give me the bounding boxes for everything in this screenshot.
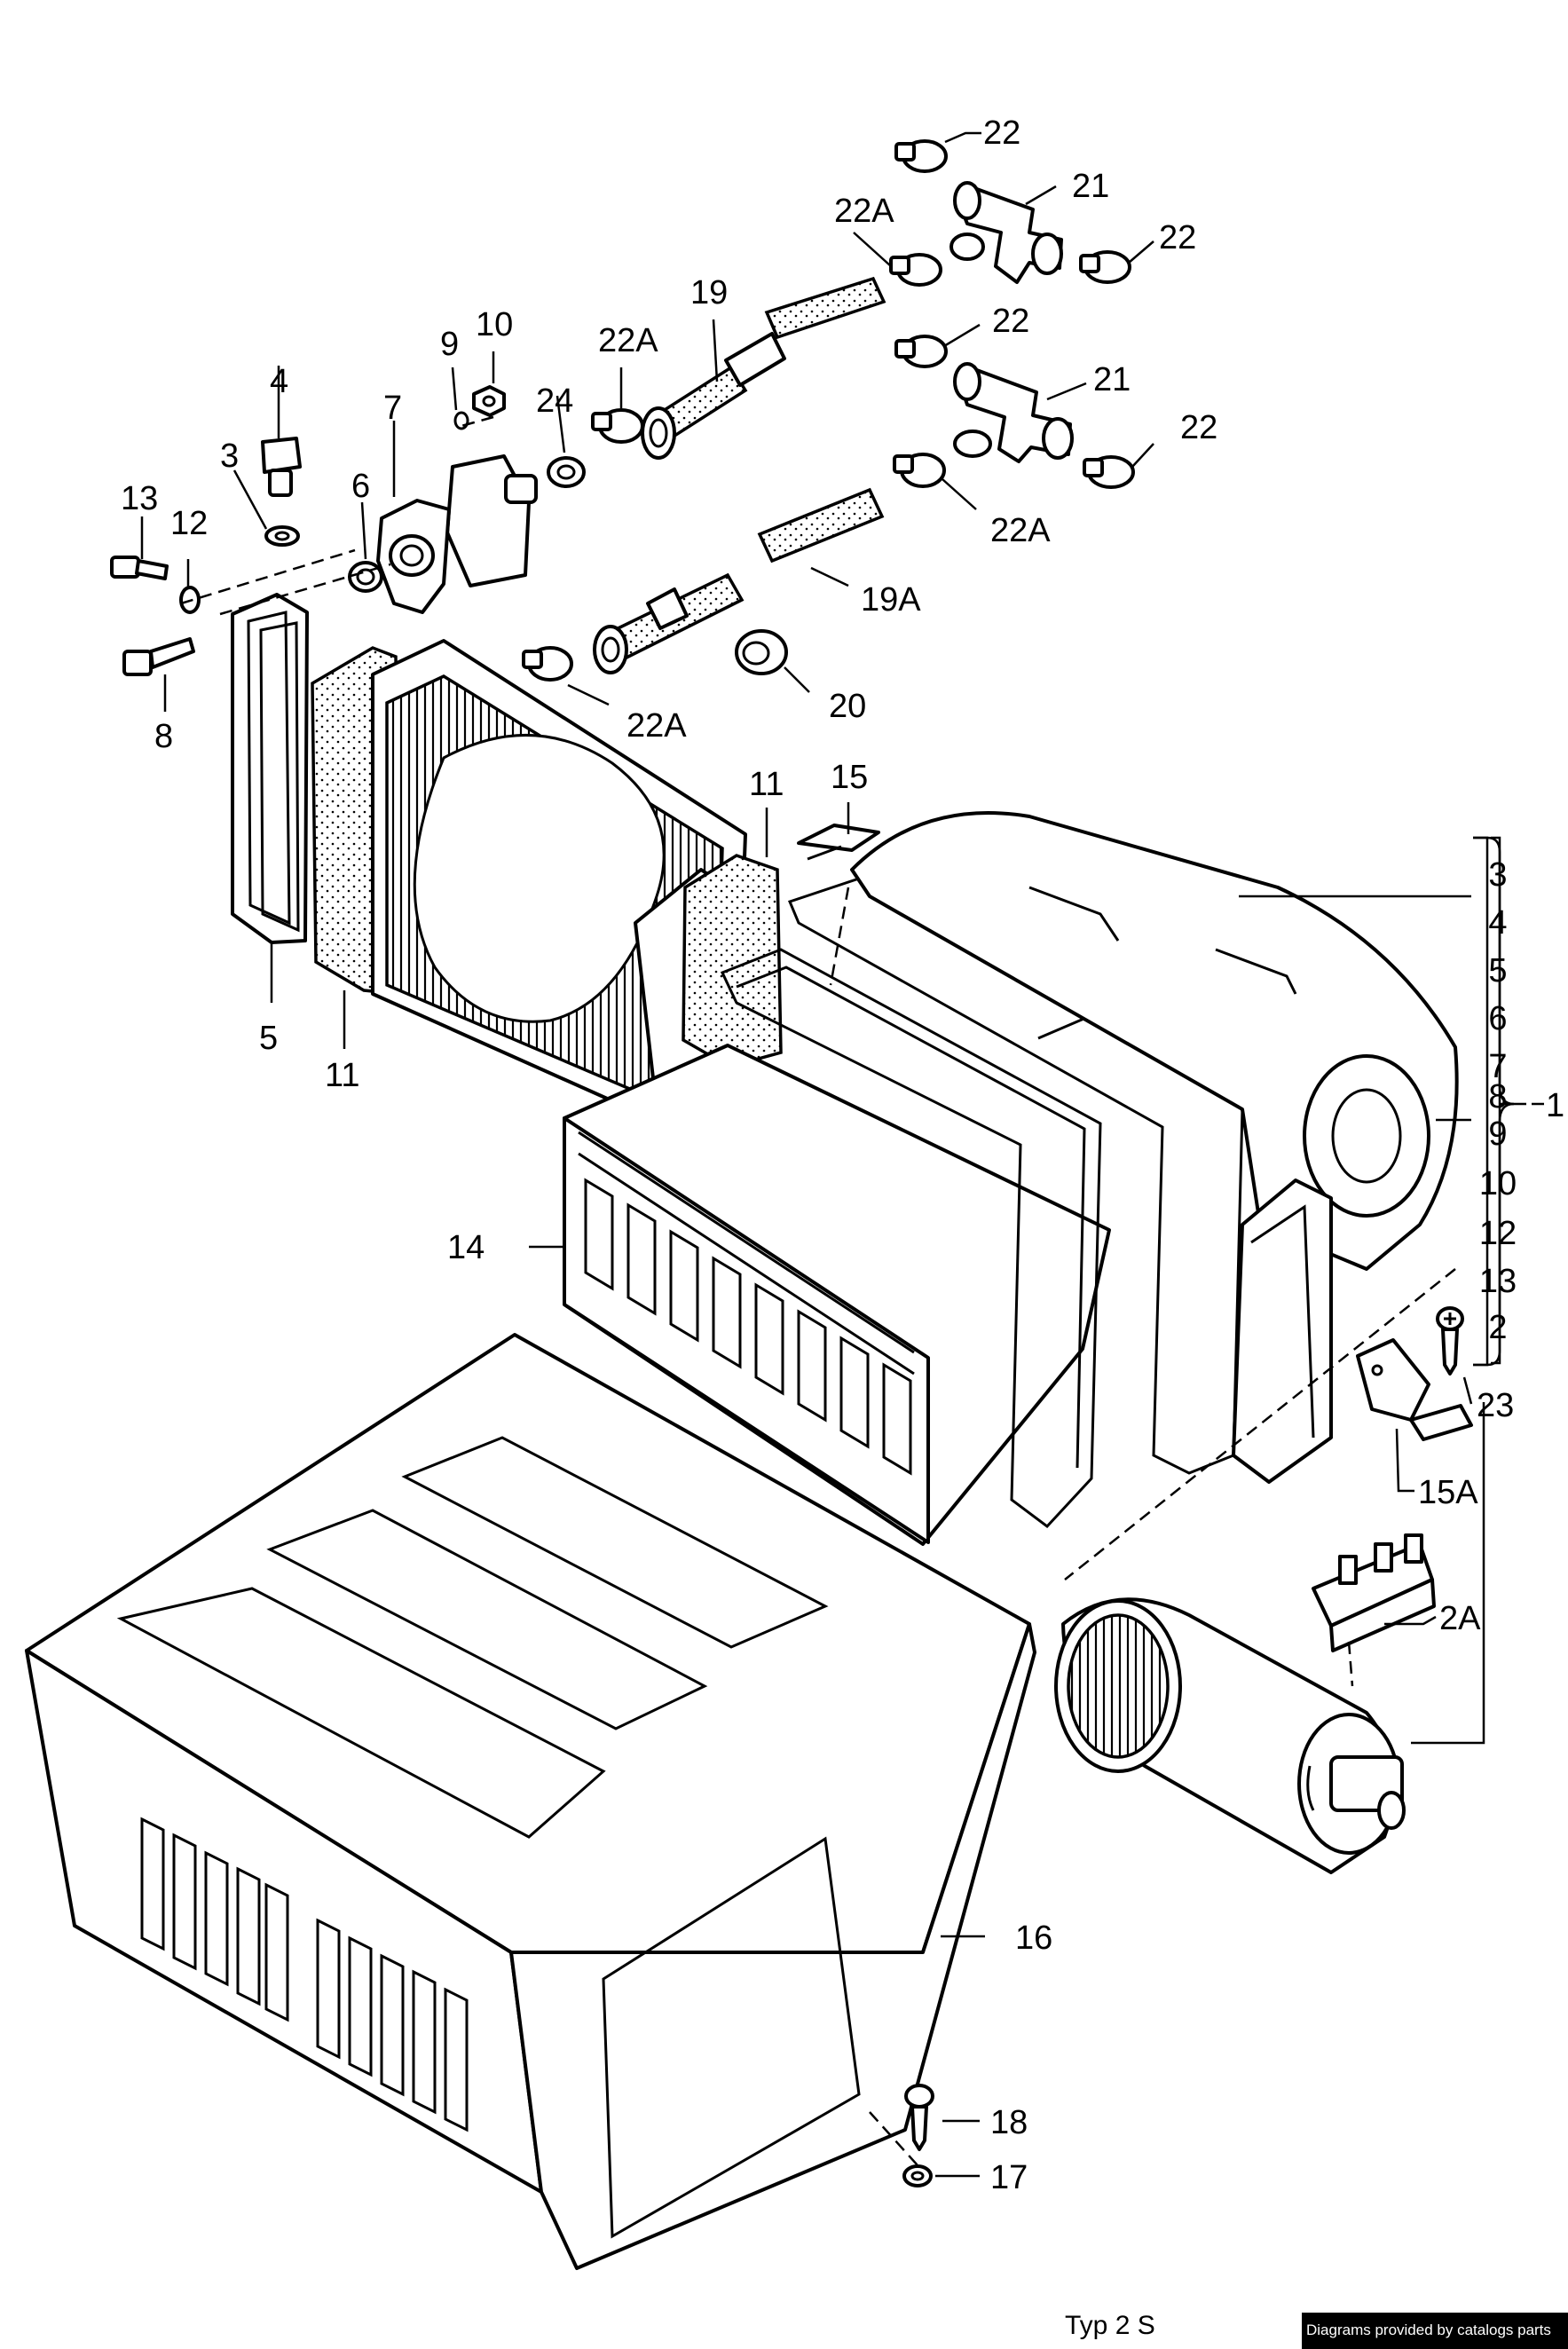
group-item-8: 8 [1488, 1078, 1507, 1115]
group-item-5: 5 [1488, 952, 1507, 989]
callout-22-top: 22 [983, 114, 1020, 152]
callout-22-right-lower: 22 [1180, 409, 1217, 446]
callout-21-lower: 21 [1093, 361, 1131, 398]
vent-slots [140, 1817, 469, 2132]
callout-22A-upper: 22A [834, 193, 894, 230]
resistor-2A [1312, 1533, 1436, 1652]
callout-4: 4 [270, 363, 288, 400]
group-item-4: 4 [1488, 904, 1507, 942]
group-item-13: 13 [1479, 1263, 1517, 1300]
callout-22-mid: 22 [992, 303, 1029, 340]
louver-row [584, 1178, 912, 1476]
callout-17: 17 [990, 2159, 1028, 2196]
dashed-axis-lines [180, 415, 1456, 2166]
group-item-9: 9 [1488, 1115, 1507, 1153]
fitting-24 [547, 456, 586, 488]
grommet-20 [735, 629, 788, 675]
hose-clamp-22A-left [591, 408, 644, 444]
callout-18: 18 [990, 2104, 1028, 2141]
credit-text: Diagrams provided by catalogs parts [1306, 2321, 1551, 2338]
callout-23: 23 [1477, 1387, 1514, 1424]
hose-clamp-22-top [894, 139, 948, 173]
t-connector-21-lower [953, 362, 1074, 463]
t-connector-21-upper [949, 181, 1063, 284]
callout-6: 6 [351, 468, 370, 505]
cover-16 [25, 1333, 1036, 2270]
heater-core [371, 639, 747, 1129]
hose-clamp-22-mid [894, 335, 948, 368]
group-item-3: 3 [1488, 856, 1507, 894]
bolt-13 [110, 556, 169, 580]
assembly-group-list: 3 4 5 6 7 8 9 10 12 13 2 [1473, 836, 1517, 1367]
callout-1: 1 [1546, 1087, 1564, 1124]
callout-16: 16 [1015, 1919, 1052, 1957]
diagram-type-label: Typ 2 S [1065, 2311, 1155, 2340]
callout-10: 10 [476, 306, 513, 343]
gasket-5 [231, 593, 309, 944]
callout-14: 14 [447, 1229, 485, 1266]
washer-3 [264, 525, 300, 547]
valve-7 [376, 454, 538, 614]
group-item-7: 7 [1488, 1048, 1507, 1085]
callout-22-right-upper: 22 [1159, 219, 1196, 256]
group-item-6: 6 [1488, 1000, 1507, 1037]
callout-9: 9 [440, 326, 459, 363]
housing-frame-front [720, 948, 1102, 1529]
bolt-8 [122, 637, 195, 676]
group-brace [1473, 836, 1515, 1367]
callout-22A-left: 22A [598, 322, 658, 359]
hose-19A [593, 487, 885, 674]
callout-8: 8 [154, 718, 173, 755]
clip-15 [797, 824, 880, 861]
wing-screw-4 [261, 437, 302, 497]
hose-clamp-22A-upper [889, 253, 942, 287]
nut-10 [472, 385, 506, 417]
callout-24: 24 [536, 382, 573, 420]
callout-21-upper: 21 [1072, 168, 1109, 205]
hose-clamp-22-right-lower [1083, 455, 1135, 489]
washer-17 [902, 2164, 933, 2187]
callout-15: 15 [831, 759, 868, 796]
hose-clamp-22-right-upper [1079, 250, 1131, 284]
callout-7: 7 [383, 390, 402, 427]
group-item-2: 2 [1488, 1309, 1507, 1346]
blower-motor [1054, 1597, 1406, 1874]
duct-outlet [1232, 1178, 1333, 1484]
callout-20: 20 [829, 688, 866, 725]
callout-22A-mid: 22A [990, 512, 1051, 549]
credit-banner [1302, 2313, 1568, 2349]
seal-strip-11-right [682, 854, 783, 1068]
callout-12: 12 [170, 505, 208, 542]
callout-15A: 15A [1418, 1474, 1478, 1511]
blower-housing [850, 811, 1459, 1271]
callout-22A-bottom: 22A [626, 707, 687, 745]
bracket-15A [1356, 1338, 1473, 1441]
screw-18 [904, 2084, 934, 2151]
housing-box-14 [563, 1044, 1111, 1546]
group-item-12: 12 [1479, 1215, 1517, 1252]
hose-clamp-22A-mid [893, 453, 946, 488]
seal-6 [348, 561, 383, 593]
hose-19 [641, 276, 886, 460]
callout-3: 3 [220, 437, 239, 475]
callout-11-left: 11 [325, 1057, 359, 1094]
callout-labels: 22 21 22A 22 22 21 22 22A 19 19A 20 22A … [121, 114, 1564, 2196]
callout-2A: 2A [1439, 1600, 1481, 1637]
clip-9 [453, 411, 469, 430]
callout-19: 19 [690, 274, 728, 311]
hose-clamp-22A-bottom [522, 646, 573, 682]
callout-5: 5 [259, 1020, 278, 1057]
callout-11-right: 11 [749, 766, 784, 803]
callout-19A: 19A [861, 581, 921, 619]
callout-13: 13 [121, 480, 158, 517]
screw-23 [1436, 1306, 1464, 1376]
group-item-10: 10 [1479, 1165, 1517, 1202]
